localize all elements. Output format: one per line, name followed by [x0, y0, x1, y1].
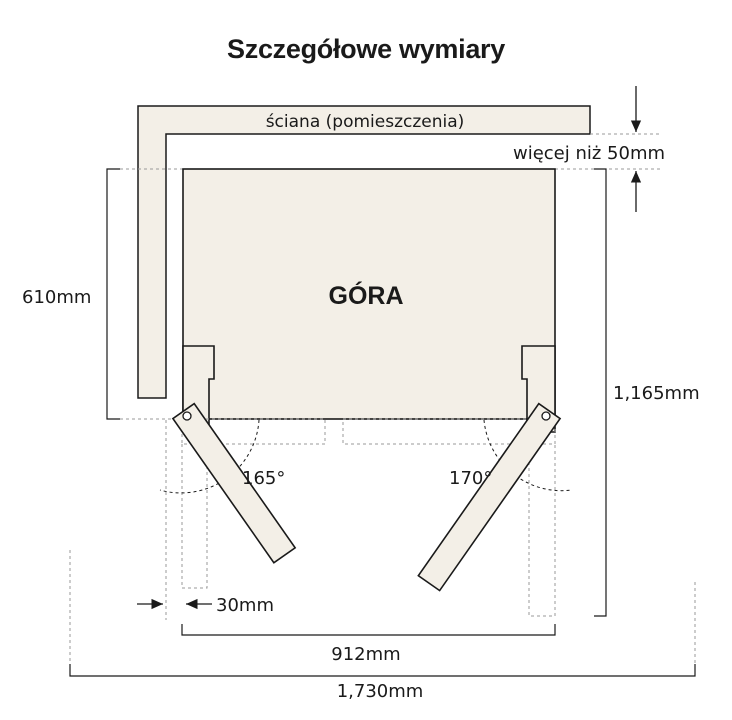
depth-bracket: [106, 168, 120, 420]
left-swing-guide: [181, 444, 208, 589]
wall-gap-label: więcej niż 50mm: [513, 143, 665, 164]
right-angle-label: 170°: [449, 468, 492, 489]
right-swing-guide: [528, 444, 556, 617]
fridge-body: [182, 168, 556, 420]
left-door-open: [171, 402, 297, 564]
wall-label: ściana (pomieszczenia): [266, 112, 465, 132]
door-depth-bracket: [594, 168, 607, 617]
side-gap-label: 30mm: [216, 595, 274, 616]
right-hinge-pivot-top: [541, 411, 551, 421]
door-depth-label: 1,165mm: [613, 383, 700, 404]
total-width-bracket: [69, 664, 696, 677]
room-wall: [137, 105, 591, 399]
width-bracket: [181, 624, 556, 636]
right-door-open: [417, 402, 562, 592]
width-label: 912mm: [331, 644, 400, 665]
depth-label: 610mm: [22, 287, 91, 308]
left-angle-label: 165°: [242, 468, 285, 489]
right-door-closed-outline: [342, 418, 556, 445]
page-title: Szczegółowe wymiary: [227, 34, 505, 64]
total-width-label: 1,730mm: [337, 681, 424, 702]
top-label: GÓRA: [329, 280, 404, 310]
left-hinge-pivot-top: [182, 411, 192, 421]
left-angle-arc: [159, 419, 260, 494]
